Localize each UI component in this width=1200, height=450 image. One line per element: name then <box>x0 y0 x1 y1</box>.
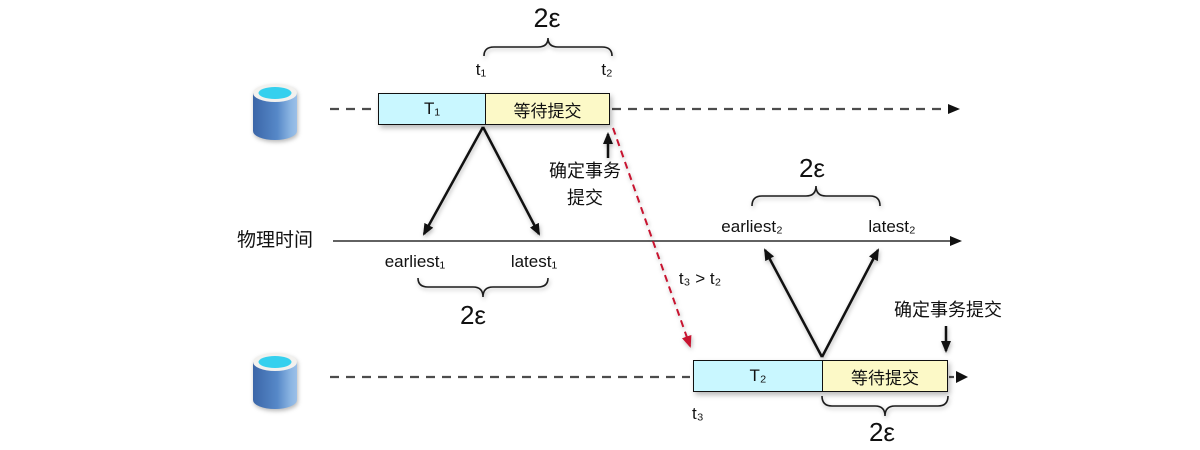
commit-confirm-note-machine2: 确定事务提交 <box>894 300 1002 320</box>
t1-execution-label: T₁ <box>423 99 441 118</box>
latest1-label: latest₁ <box>510 252 558 271</box>
uncertainty-brace-top <box>483 37 613 57</box>
t2-uncertainty-arrows <box>763 248 880 358</box>
t2-commit-wait-segment: 等待提交 <box>823 361 947 391</box>
epsilon-label-bottom: 2ε <box>868 417 896 447</box>
uncertainty-brace-mid <box>417 277 549 298</box>
uncertainty-brace-right <box>751 185 881 207</box>
t1-time-label: t₁ <box>475 60 487 79</box>
commit-confirm-note-line2: 提交 <box>567 188 603 208</box>
causality-label: t₃ > t₂ <box>678 269 722 288</box>
t2-time-label: t₂ <box>601 60 613 79</box>
database-body <box>253 362 297 409</box>
physical-time-label: 物理时间 <box>237 230 314 251</box>
transaction-box-t2: T₂ 等待提交 <box>693 360 948 392</box>
database-top <box>258 356 292 368</box>
epsilon-label-mid: 2ε <box>459 300 487 330</box>
causality-arrow <box>612 127 692 348</box>
latest2-label: latest₂ <box>868 217 916 236</box>
t2-execution-label: T₂ <box>749 366 767 385</box>
timeline-machine2-arrowhead <box>956 371 968 383</box>
t1-earliest-arrow <box>422 126 485 236</box>
uncertainty-brace-bottom <box>821 395 949 417</box>
t2-earliest-arrow <box>763 248 824 358</box>
t1-execution-segment: T₁ <box>379 94 486 124</box>
t2-execution-segment: T₂ <box>694 361 823 391</box>
epsilon-label-top: 2ε <box>533 3 561 33</box>
t3-time-label: t₃ <box>692 404 704 423</box>
database-icon-machine2 <box>253 353 297 409</box>
t1-latest-arrow <box>481 126 541 236</box>
commit-confirm-note-line1: 确定事务 <box>549 161 621 181</box>
commit-confirm-note-machine1: 确定事务 提交 <box>549 158 621 212</box>
database-body <box>253 93 297 140</box>
t2-commit-wait-label: 等待提交 <box>851 368 919 388</box>
earliest1-label: earliest₁ <box>384 252 446 271</box>
t2-latest-arrow <box>820 248 880 358</box>
t1-uncertainty-arrows <box>422 126 541 236</box>
earliest2-label: earliest₂ <box>721 217 783 236</box>
t1-commit-wait-label: 等待提交 <box>513 101 582 121</box>
database-icon-machine1 <box>253 84 297 140</box>
database-top <box>258 87 292 99</box>
epsilon-label-right: 2ε <box>798 153 826 183</box>
t1-commit-wait-segment: 等待提交 <box>486 94 609 124</box>
transaction-box-t1: T₁ 等待提交 <box>378 93 610 125</box>
uncertainty-braces <box>417 37 949 417</box>
